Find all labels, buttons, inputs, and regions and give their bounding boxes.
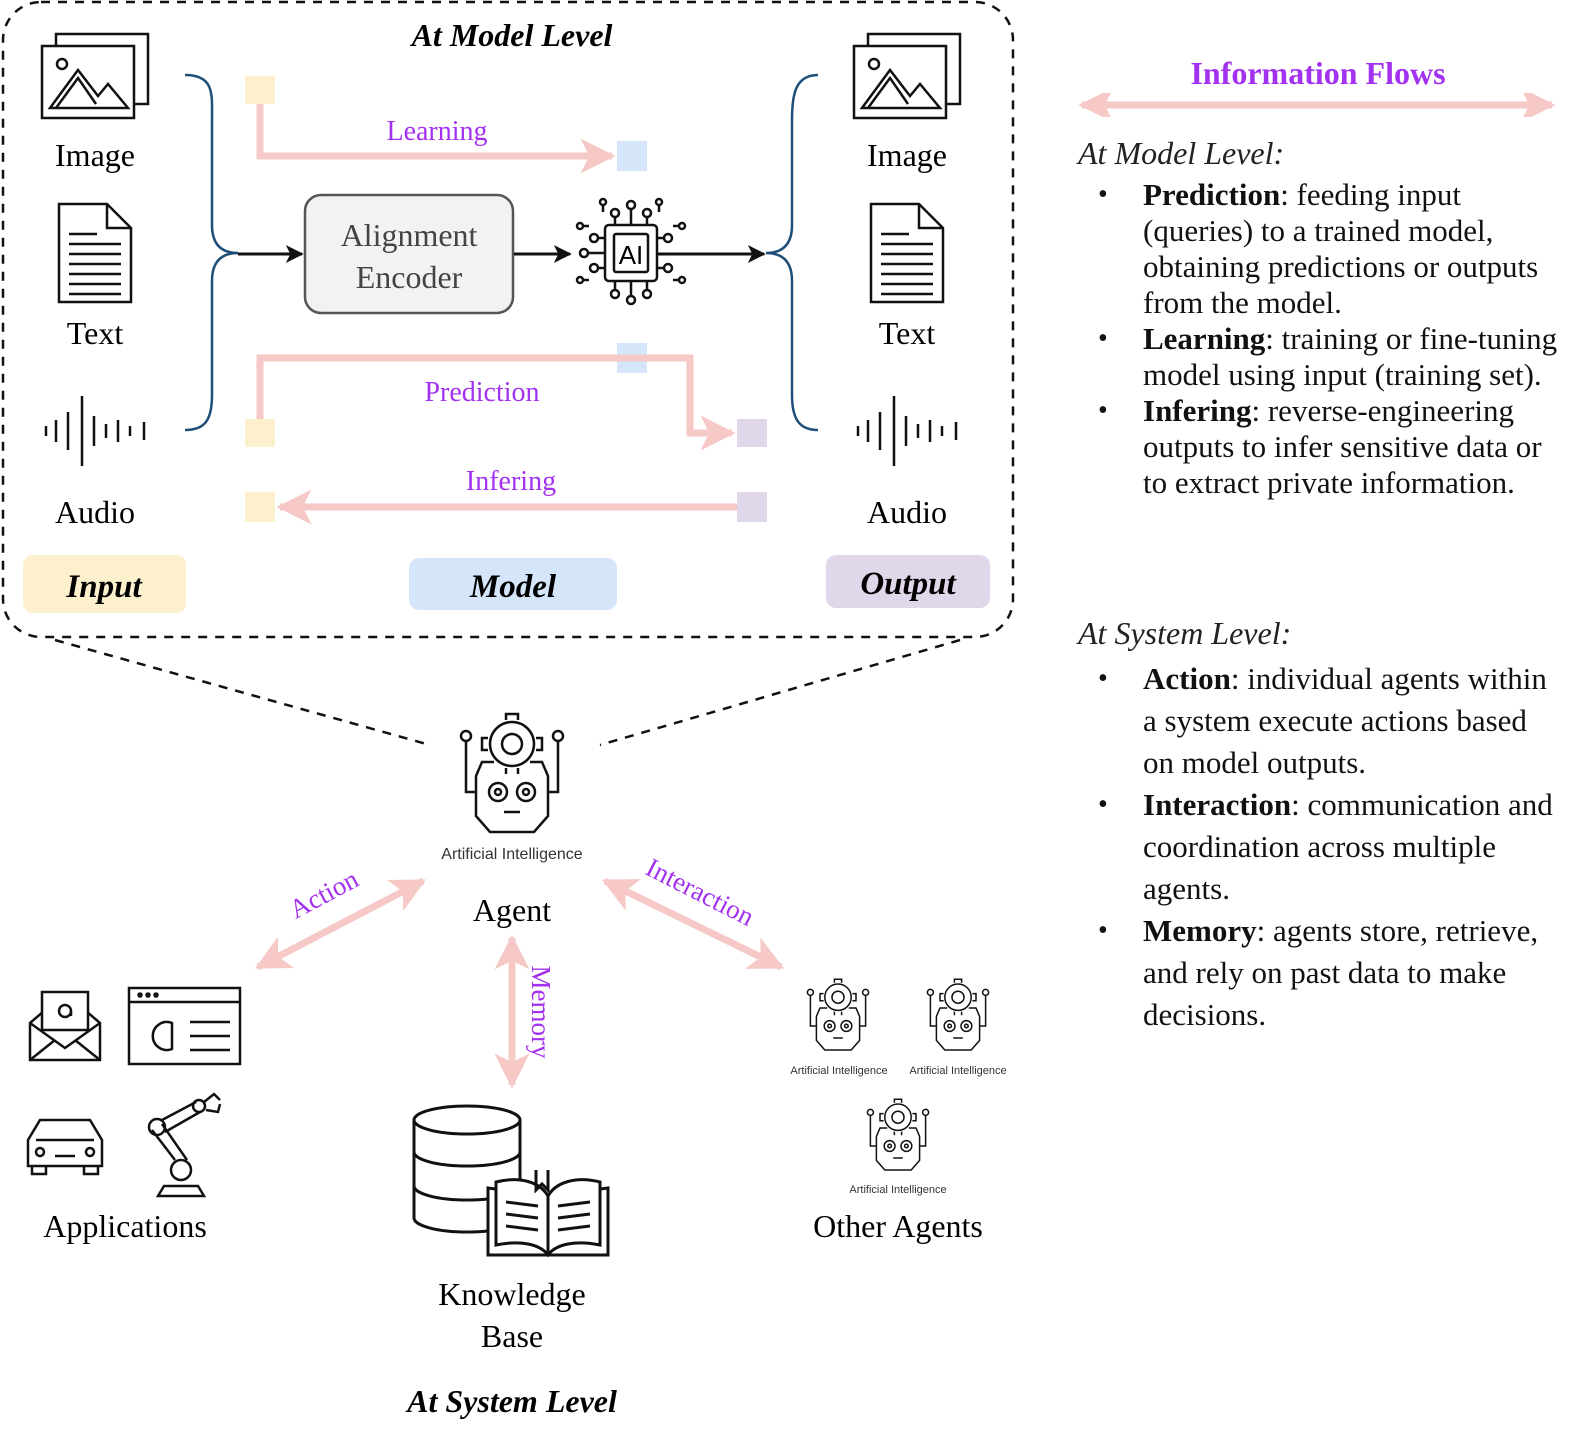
system-level-flow-list: Action: individual agents within a syste…	[1098, 658, 1558, 1036]
interaction-flow-arrow	[601, 877, 785, 971]
robot-arm-icon	[147, 1092, 222, 1198]
infering-input-square	[245, 492, 275, 522]
legend-item-action: Action: individual agents within a syste…	[1098, 658, 1558, 784]
learning-flow-label: Learning	[386, 116, 487, 147]
interaction-flow-label: Interaction	[641, 852, 759, 932]
knowledge-base-label-line1: Knowledge	[438, 1276, 586, 1312]
output-image-label: Image	[867, 137, 947, 173]
agent-robot-icon	[459, 712, 565, 834]
legend-item-learning: Learning: training or fine-tuning model …	[1098, 321, 1558, 393]
legend-desc: : reverse-engineering outputs to infer s…	[1143, 393, 1542, 500]
model-level-flow-list: Prediction: feeding input (queries) to a…	[1098, 177, 1558, 501]
input-tag	[23, 555, 186, 613]
legend-desc: : feeding input (queries) to a trained m…	[1143, 177, 1539, 320]
input-image-label: Image	[55, 137, 135, 173]
legend-desc: : training or fine-tuning model using in…	[1143, 321, 1558, 392]
legend-item-memory: Memory: agents store, retrieve, and rely…	[1098, 910, 1558, 1036]
open-book-icon	[486, 1170, 610, 1258]
legend-desc: : communication and coordination across …	[1143, 787, 1553, 906]
zoom-line-right	[599, 638, 961, 747]
legend-term: Interaction	[1143, 787, 1292, 822]
other-agent-2-robot-icon	[926, 978, 990, 1051]
legend-term: Action	[1143, 661, 1231, 696]
legend-term: Infering	[1143, 393, 1252, 428]
applications-label: Applications	[43, 1208, 207, 1244]
prediction-input-square	[245, 419, 275, 447]
learning-input-square	[245, 76, 275, 104]
input-audio-icon	[44, 394, 146, 468]
output-audio-label: Audio	[867, 494, 947, 530]
legend-term: Prediction	[1143, 177, 1281, 212]
memory-flow-label: Memory	[526, 966, 556, 1059]
output-audio-icon	[856, 394, 958, 468]
other-agent-1-caption: Artificial Intelligence	[790, 1065, 887, 1077]
infering-flow-label: Infering	[466, 466, 556, 497]
legend-term: Memory	[1143, 913, 1257, 948]
output-brace	[765, 73, 819, 432]
model-level-frame	[1, 0, 1015, 639]
legend-term: Learning	[1143, 321, 1266, 356]
legend-desc: : individual agents within a system exec…	[1143, 661, 1547, 780]
other-agent-2-caption: Artificial Intelligence	[909, 1065, 1006, 1077]
zoom-line-left	[54, 638, 431, 747]
model-tag	[409, 558, 617, 610]
learning-model-square	[617, 141, 647, 171]
output-text-icon	[869, 202, 945, 304]
system-level-title: At System Level	[405, 1383, 617, 1419]
agent-label: Agent	[473, 892, 551, 928]
input-text-icon	[57, 202, 133, 304]
legend-model-heading: At Model Level:	[1078, 135, 1285, 171]
input-tag-label: Input	[65, 569, 142, 605]
input-image-icon	[40, 32, 150, 120]
input-text-label: Text	[67, 315, 124, 351]
ai-chip-label: AI	[619, 240, 644, 270]
legend-item-infering: Infering: reverse-engineering outputs to…	[1098, 393, 1558, 501]
car-icon	[26, 1118, 104, 1176]
legend-item-prediction: Prediction: feeding input (queries) to a…	[1098, 177, 1558, 321]
other-agent-3-caption: Artificial Intelligence	[849, 1184, 946, 1196]
knowledge-base-label-line2: Base	[481, 1318, 543, 1354]
output-tag-label: Output	[860, 566, 956, 602]
other-agent-1-robot-icon	[806, 978, 870, 1051]
output-image-icon	[852, 32, 962, 120]
model-level-title: At Model Level	[410, 17, 613, 53]
infering-output-square	[737, 492, 767, 522]
agent-caption: Artificial Intelligence	[441, 846, 583, 863]
prediction-flow-arrow	[256, 354, 736, 451]
legend-item-interaction: Interaction: communication and coordinat…	[1098, 784, 1558, 910]
other-agent-3-robot-icon	[866, 1098, 930, 1171]
legend-system-heading: At System Level:	[1078, 615, 1292, 651]
legend-desc: : agents store, retrieve, and rely on pa…	[1143, 913, 1539, 1032]
alignment-encoder-box	[303, 193, 515, 315]
email-icon	[28, 990, 102, 1062]
learning-flow-arrow	[256, 104, 616, 174]
input-audio-label: Audio	[55, 494, 135, 530]
output-text-label: Text	[879, 315, 936, 351]
encoder-label-line2: Encoder	[356, 259, 463, 295]
other-agents-label: Other Agents	[813, 1208, 983, 1244]
model-tag-label: Model	[469, 569, 557, 605]
action-flow-arrow	[254, 877, 427, 971]
input-brace	[184, 73, 239, 432]
legend-double-arrow	[1078, 93, 1556, 117]
output-tag	[826, 555, 990, 608]
prediction-output-square	[737, 419, 767, 447]
dashboard-icon	[127, 986, 242, 1066]
prediction-flow-label: Prediction	[424, 377, 539, 408]
encoder-label-line1: Alignment	[341, 217, 478, 253]
legend-title: Information Flows	[1190, 55, 1446, 91]
